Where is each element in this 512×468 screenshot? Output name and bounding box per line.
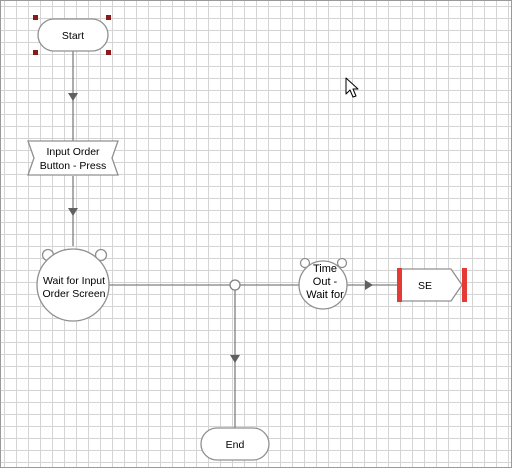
selection-handle[interactable] <box>33 50 38 55</box>
start-label: Start <box>62 30 84 42</box>
selection-handles[interactable] <box>33 15 111 55</box>
selection-handle[interactable] <box>106 15 111 20</box>
wait-node[interactable]: Wait for Input Order Screen <box>36 248 110 322</box>
timeout-label-line2: Out - <box>313 276 338 288</box>
end-node[interactable]: End <box>200 427 270 461</box>
wait-node-ear <box>94 248 108 262</box>
arrowheads <box>68 93 373 363</box>
wait-label-line1: Wait for Input <box>43 275 105 287</box>
timeout-node[interactable]: Time Out - Wait for <box>298 257 348 310</box>
se-accent-bar-right <box>462 268 467 302</box>
wait-label-line2: Order Screen <box>42 288 105 300</box>
arrowhead <box>365 280 373 290</box>
se-accent-bar-left <box>397 268 402 302</box>
timeout-label-line3: Wait for <box>306 289 344 301</box>
timeout-label-line1: Time <box>313 263 337 275</box>
se-node[interactable]: SE <box>397 268 467 302</box>
timeout-node-ear <box>336 257 348 269</box>
timeout-node-ear <box>299 257 311 269</box>
se-label: SE <box>418 280 432 292</box>
arrowhead <box>230 355 240 363</box>
arrowhead <box>68 93 78 101</box>
mouse-pointer-icon <box>345 77 359 98</box>
selection-handle[interactable] <box>33 15 38 20</box>
start-node[interactable]: Start <box>37 18 109 52</box>
input-order-label-line1: Input Order <box>46 146 100 158</box>
junction-point[interactable] <box>229 279 241 291</box>
arrowhead <box>68 208 78 216</box>
input-order-node[interactable]: Input Order Button - Press <box>27 140 119 176</box>
end-label: End <box>226 439 245 451</box>
selection-handle[interactable] <box>106 50 111 55</box>
input-order-label-line2: Button - Press <box>40 160 107 172</box>
connectors <box>72 51 399 428</box>
